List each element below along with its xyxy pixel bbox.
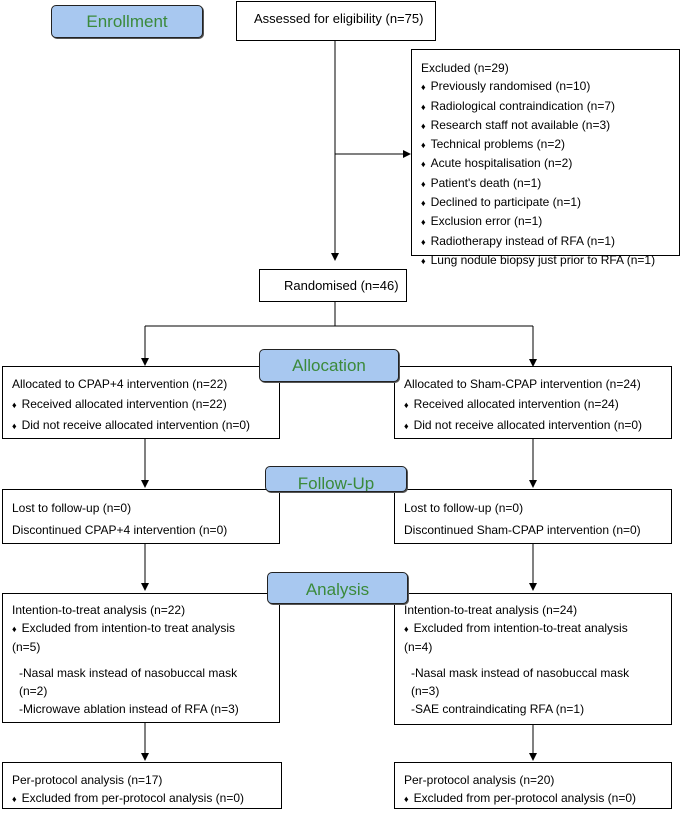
right-analysis-itt: Intention-to-treat analysis (n=24) bbox=[404, 603, 578, 617]
right-perprotocol-title: Per-protocol analysis (n=20) bbox=[404, 773, 555, 787]
right-followup-box: Lost to follow-up (n=0) Discontinued Sha… bbox=[394, 489, 672, 544]
left-allocation-title: Allocated to CPAP+4 intervention (n=22) bbox=[12, 377, 228, 391]
left-analysis-box: Intention-to-treat analysis (n=22) Exclu… bbox=[2, 593, 280, 723]
right-analysis-excluded: Excluded from intention-to-treat analysi… bbox=[404, 619, 671, 638]
right-analysis-box: Intention-to-treat analysis (n=24) Exclu… bbox=[394, 593, 672, 725]
phase-followup: Follow-Up bbox=[265, 466, 407, 492]
right-followup-discontinued: Discontinued Sham-CPAP intervention (n=0… bbox=[404, 523, 641, 537]
spacer bbox=[404, 656, 671, 664]
assessed-text: Assessed for eligibility (n=75) bbox=[254, 11, 424, 26]
spacer bbox=[12, 656, 279, 664]
left-analysis-itt: Intention-to-treat analysis (n=22) bbox=[12, 603, 186, 617]
right-perprotocol-box: Per-protocol analysis (n=20) Excluded fr… bbox=[394, 762, 672, 809]
excluded-box: Excluded (n=29) Previously randomised (n… bbox=[411, 49, 680, 267]
phase-allocation: Allocation bbox=[259, 349, 399, 382]
right-allocation-not-received: Did not receive allocated intervention (… bbox=[404, 415, 671, 436]
right-perprotocol-excluded: Excluded from per-protocol analysis (n=0… bbox=[404, 789, 671, 808]
phase-enrollment: Enrollment bbox=[51, 5, 203, 38]
excluded-item: Research staff not available (n=3) bbox=[421, 116, 679, 135]
left-analysis-excluded: Excluded from intention-to treat analysi… bbox=[12, 619, 279, 638]
excluded-item: Acute hospitalisation (n=2) bbox=[421, 154, 679, 173]
left-analysis-reason2: -Microwave ablation instead of RFA (n=3) bbox=[19, 702, 239, 716]
excluded-item: Radiological contraindication (n=7) bbox=[421, 97, 679, 116]
left-allocation-box: Allocated to CPAP+4 intervention (n=22) … bbox=[2, 366, 280, 439]
right-allocation-received: Received allocated intervention (n=24) bbox=[404, 394, 671, 415]
left-perprotocol-box: Per-protocol analysis (n=17) Excluded fr… bbox=[2, 762, 282, 809]
left-followup-lost: Lost to follow-up (n=0) bbox=[12, 501, 132, 515]
excluded-item: Declined to participate (n=1) bbox=[421, 193, 679, 212]
excluded-title: Excluded (n=29) bbox=[421, 61, 509, 75]
left-followup-box: Lost to follow-up (n=0) Discontinued CPA… bbox=[2, 489, 280, 544]
right-analysis-excluded-count: (n=4) bbox=[404, 640, 433, 654]
right-allocation-box: Allocated to Sham-CPAP intervention (n=2… bbox=[394, 366, 672, 439]
right-followup-lost: Lost to follow-up (n=0) bbox=[404, 501, 524, 515]
left-analysis-excluded-count: (n=5) bbox=[12, 640, 41, 654]
excluded-item: Radiotherapy instead of RFA (n=1) bbox=[421, 232, 679, 251]
left-perprotocol-excluded: Excluded from per-protocol analysis (n=0… bbox=[12, 789, 281, 808]
left-analysis-reason1: -Nasal mask instead of nasobuccal mask bbox=[19, 666, 238, 680]
excluded-item: Exclusion error (n=1) bbox=[421, 212, 679, 231]
phase-analysis: Analysis bbox=[267, 572, 408, 604]
assessed-box: Assessed for eligibility (n=75) bbox=[236, 1, 436, 41]
excluded-item: Technical problems (n=2) bbox=[421, 135, 679, 154]
randomised-text: Randomised (n=46) bbox=[284, 278, 399, 293]
right-analysis-reason1-count: (n=3) bbox=[411, 684, 440, 698]
left-analysis-reason1-count: (n=2) bbox=[19, 684, 48, 698]
left-followup-discontinued: Discontinued CPAP+4 intervention (n=0) bbox=[12, 523, 228, 537]
left-allocation-not-received: Did not receive allocated intervention (… bbox=[12, 415, 279, 436]
right-analysis-reason1: -Nasal mask instead of nasobuccal mask bbox=[411, 666, 630, 680]
right-allocation-title: Allocated to Sham-CPAP intervention (n=2… bbox=[404, 377, 641, 391]
randomised-box: Randomised (n=46) bbox=[259, 269, 407, 302]
left-allocation-received: Received allocated intervention (n=22) bbox=[12, 394, 279, 415]
excluded-item: Previously randomised (n=10) bbox=[421, 77, 679, 96]
excluded-item: Lung nodule biopsy just prior to RFA (n=… bbox=[421, 251, 679, 270]
excluded-item: Patient's death (n=1) bbox=[421, 174, 679, 193]
right-analysis-reason2: -SAE contraindicating RFA (n=1) bbox=[411, 702, 585, 716]
left-perprotocol-title: Per-protocol analysis (n=17) bbox=[12, 773, 163, 787]
